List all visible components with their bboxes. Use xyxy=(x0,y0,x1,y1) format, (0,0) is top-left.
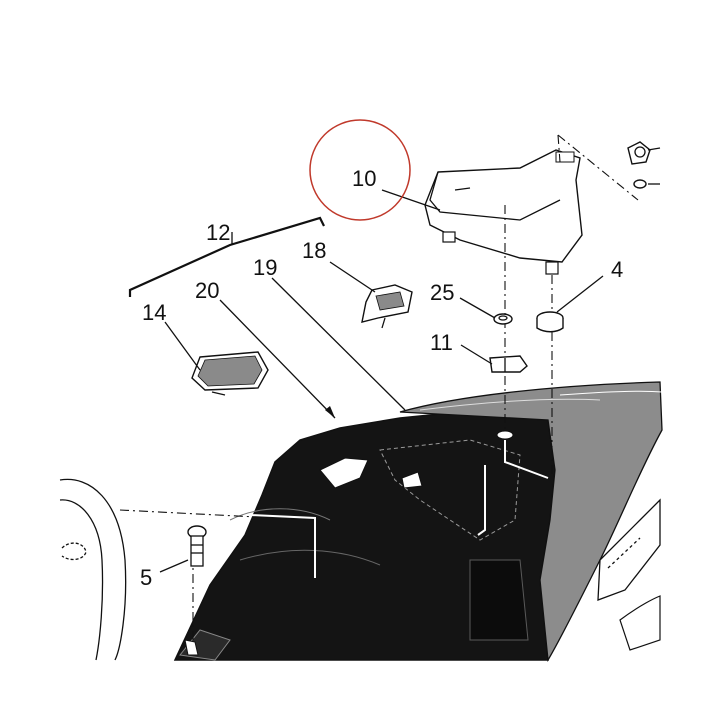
leader-lines xyxy=(159,189,604,573)
callout-14: 14 xyxy=(142,300,166,325)
part-11-clip-nut xyxy=(489,355,528,373)
callout-11: 11 xyxy=(430,330,453,355)
callout-18: 18 xyxy=(302,238,326,263)
callout-4: 4 xyxy=(611,257,623,282)
callout-20: 20 xyxy=(195,278,219,303)
callout-12: 12 xyxy=(206,220,230,245)
rear-body-panel xyxy=(173,411,556,661)
callout-10: 10 xyxy=(352,166,376,191)
callout-25: 25 xyxy=(430,280,454,305)
part-5-bolt xyxy=(187,525,207,567)
body-fixing-guides xyxy=(184,430,549,656)
top-fastener xyxy=(627,141,661,189)
callout-5: 5 xyxy=(140,565,152,590)
left-body-outline xyxy=(59,478,127,661)
seat xyxy=(399,381,663,663)
leader-arrow-20 xyxy=(325,406,335,418)
part-25-washer xyxy=(493,313,513,325)
part-4-grommet xyxy=(536,311,564,333)
callout-19: 19 xyxy=(253,255,277,280)
part-18-bracket xyxy=(361,284,413,329)
part-10-rear-cover xyxy=(424,149,583,275)
part-14-grille xyxy=(191,351,269,396)
highlight-circle xyxy=(309,119,411,221)
group-bracket-12 xyxy=(128,216,325,297)
tail-light-outline xyxy=(597,498,661,651)
